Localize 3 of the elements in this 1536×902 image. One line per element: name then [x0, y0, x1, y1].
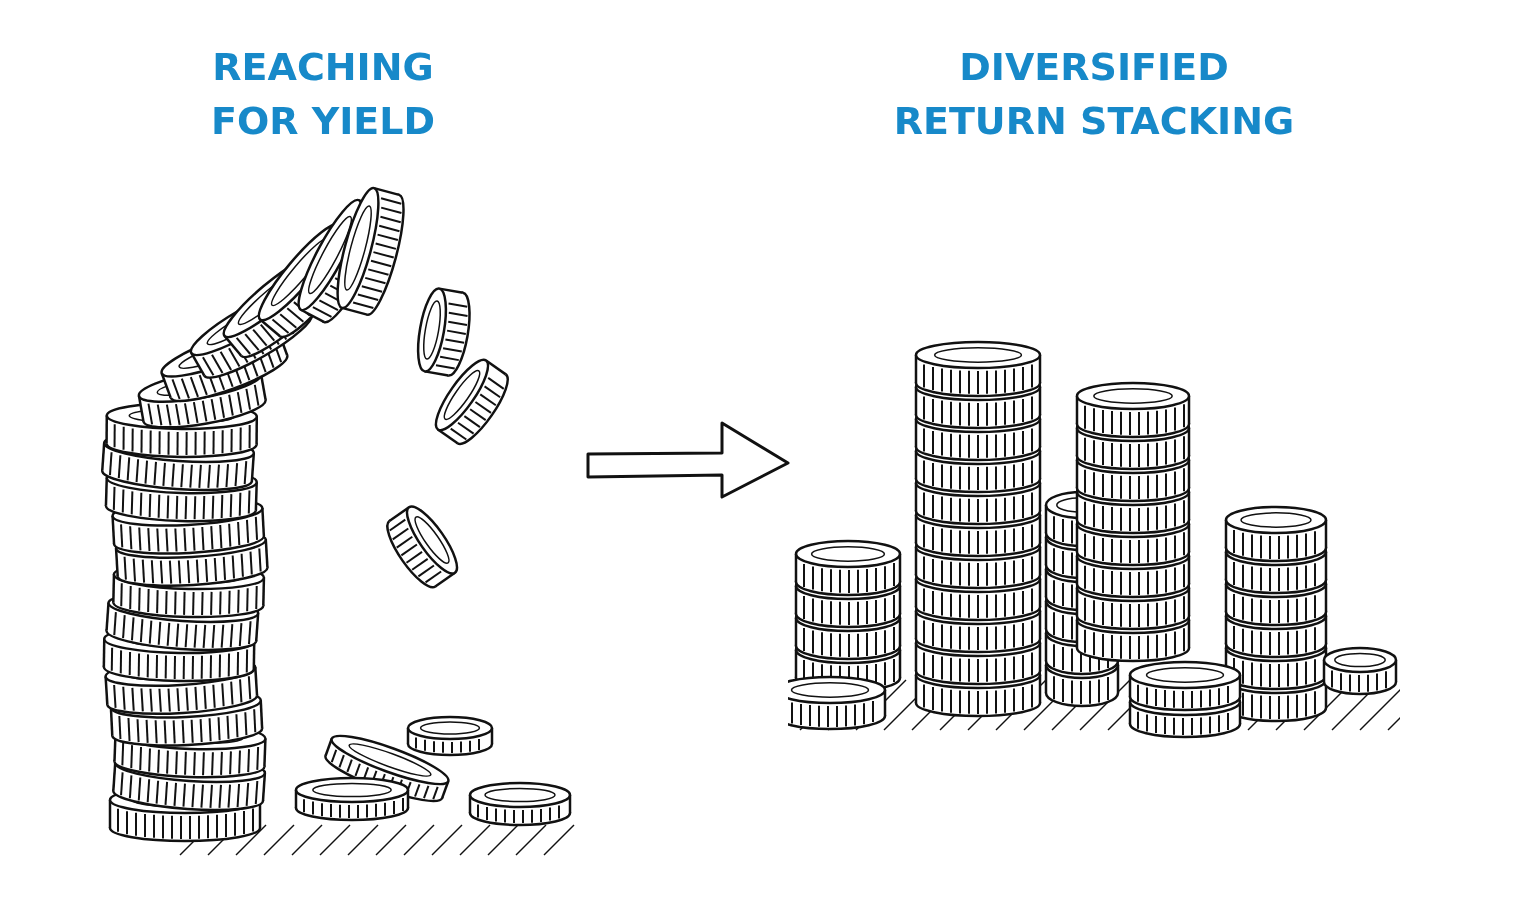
heading: REACHING FOR YIELD: [209, 44, 437, 145]
heading: DIVERSIFIED RETURN STACKING: [892, 44, 1296, 145]
arrow: [586, 421, 790, 499]
